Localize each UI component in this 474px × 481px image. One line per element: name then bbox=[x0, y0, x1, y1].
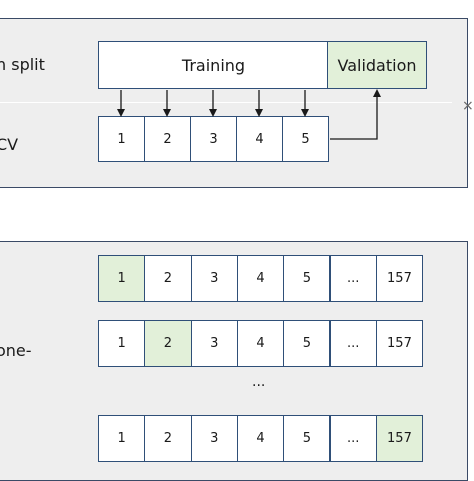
loo-cell: 1 bbox=[98, 415, 146, 462]
edge-marker: × bbox=[462, 98, 474, 114]
vertical-ellipsis: ... bbox=[252, 374, 266, 390]
loo-cell: 5 bbox=[283, 255, 331, 302]
cv-row-label: CV bbox=[0, 135, 19, 154]
loo-cell: 2 bbox=[144, 320, 192, 367]
loo-cell: 4 bbox=[236, 320, 285, 367]
loo-cell: 3 bbox=[190, 415, 238, 462]
loo-cell: ... bbox=[329, 415, 377, 462]
panel-divider bbox=[0, 102, 452, 103]
loo-cell: ... bbox=[329, 255, 377, 302]
arrow-to-validation bbox=[330, 89, 381, 140]
loo-cell: 3 bbox=[190, 255, 238, 302]
validation-block: Validation bbox=[327, 41, 427, 89]
loo-cell: 5 bbox=[283, 415, 331, 462]
loo-cell: 157 bbox=[375, 320, 424, 367]
loo-cell: 157 bbox=[375, 255, 424, 302]
fold-box-4: 4 bbox=[236, 116, 283, 162]
training-block: Training bbox=[98, 41, 329, 89]
loo-cell: 4 bbox=[236, 415, 285, 462]
loo-cell: 157 bbox=[375, 415, 424, 462]
split-row-label: n split bbox=[0, 55, 45, 74]
loo-cell: 2 bbox=[144, 255, 192, 302]
loo-cell: 3 bbox=[190, 320, 238, 367]
fold-box-2: 2 bbox=[144, 116, 191, 162]
loo-cell: 1 bbox=[98, 255, 146, 302]
loo-cell: 2 bbox=[144, 415, 192, 462]
loo-cell: ... bbox=[329, 320, 377, 367]
fold-box-3: 3 bbox=[190, 116, 237, 162]
loo-cell: 4 bbox=[236, 255, 285, 302]
fold-box-5: 5 bbox=[282, 116, 329, 162]
loo-cell: 5 bbox=[283, 320, 331, 367]
loo-label: one- bbox=[0, 341, 32, 360]
loo-cell: 1 bbox=[98, 320, 146, 367]
